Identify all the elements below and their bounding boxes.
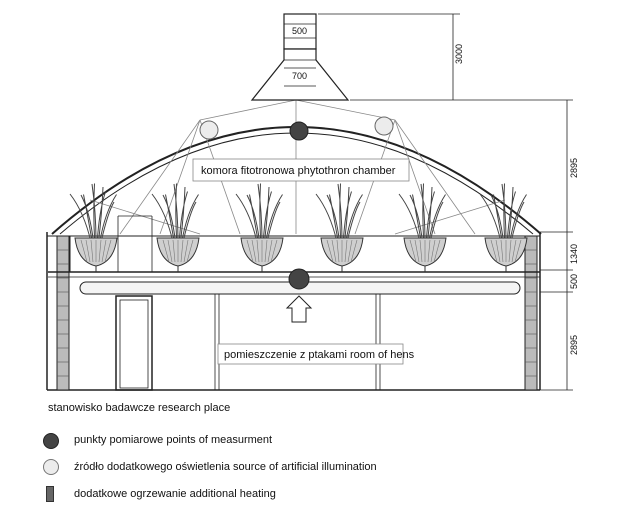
plant-pot-icon: [235, 183, 284, 272]
plants: [69, 183, 528, 272]
airflow-arrow-icon: [285, 295, 313, 323]
legend-illumination: źródło dodatkowego oświetlenia source of…: [74, 461, 377, 473]
dimension-lines: [318, 13, 573, 391]
plant-pot-icon: [151, 183, 200, 272]
heater-left: [56, 235, 70, 391]
heater-right: [524, 235, 538, 391]
hens-room-structure: [115, 294, 381, 391]
legend-dark-dot-icon: [43, 433, 59, 449]
legend-measurement-points: punkty pomiarowe points of measurment: [74, 434, 273, 446]
legend-heater-icon: [46, 486, 54, 502]
illumination-source-icon: [199, 120, 219, 140]
legend-light-dot-icon: [43, 459, 59, 475]
measurement-point-icon: [288, 268, 310, 290]
plant-pot-icon: [315, 183, 364, 272]
phytotron-label: komora fitotronowa phytothron chamber: [201, 165, 396, 177]
measurement-point-icon: [289, 121, 309, 141]
diagram-caption: stanowisko badawcze research place: [48, 402, 231, 414]
dim-lower-height: 2895: [569, 335, 579, 355]
measurement-points: [288, 121, 310, 290]
plant-pot-icon: [398, 183, 447, 272]
plant-shelf: [48, 215, 540, 278]
dim-vent-height: 3000: [454, 44, 464, 64]
dim-upper-height: 2895: [569, 158, 579, 178]
legend-heating: dodatkowe ogrzewanie additional heating: [74, 488, 276, 500]
hens-room-label: pomieszczenie z ptakami room of hens: [224, 349, 415, 361]
illumination-sources: [199, 116, 394, 140]
dim-pots-height: 1340: [569, 244, 579, 264]
plant-pot-icon: [479, 183, 528, 272]
dim-vent-top: 500: [292, 26, 307, 36]
plant-pot-icon: [69, 183, 118, 272]
dim-floor-height: 500: [569, 274, 579, 289]
roof-vent: [250, 13, 350, 101]
illumination-source-icon: [374, 116, 394, 136]
dim-vent-bottom: 700: [292, 71, 307, 81]
